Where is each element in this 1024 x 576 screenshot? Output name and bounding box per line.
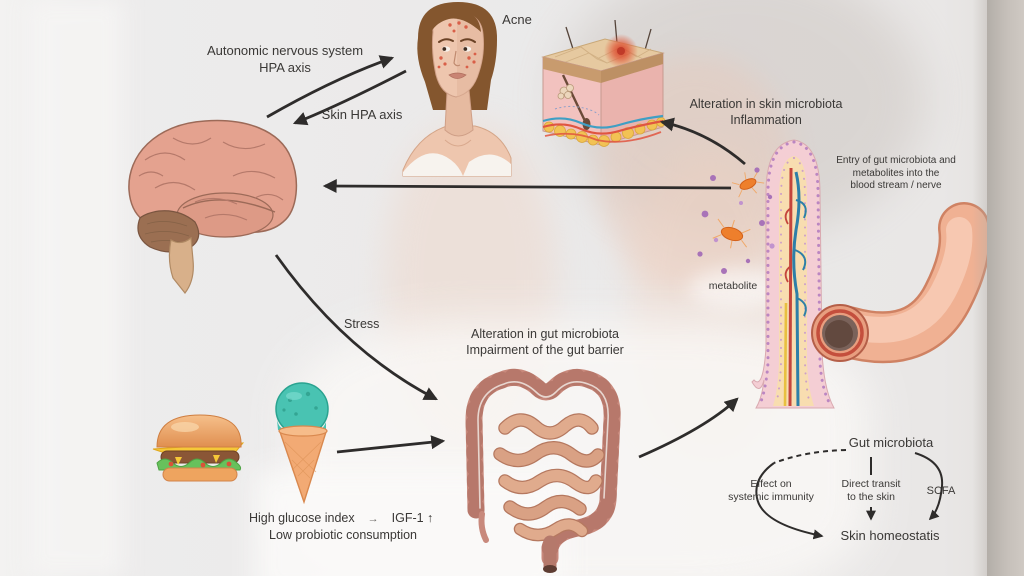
ice-cream-icon	[275, 382, 329, 505]
arrow-gut-microbiota-to-immunity-dashed	[773, 449, 847, 464]
arrow-immunity-to-skin-homeostasis	[755, 462, 824, 540]
igf1-label: IGF-1 ↑	[391, 511, 434, 525]
effect-line2: systemic immunity	[728, 491, 814, 503]
acne-dots	[437, 21, 477, 69]
arrow-villus-to-skin	[659, 117, 746, 166]
arrow-scfa-to-skin-homeostasis	[914, 452, 944, 521]
brain-illustration	[128, 119, 298, 294]
intestines-illustration	[465, 368, 621, 573]
villus-illustration	[751, 139, 835, 409]
entry-line2: metabolites into the	[852, 167, 940, 179]
effect-systemic-immunity-label: Effect on systemic immunity	[728, 478, 814, 504]
metabolite-label: metabolite	[708, 280, 758, 292]
burger-icon	[152, 414, 245, 482]
gut-microbiota-label: Gut microbiota	[848, 435, 934, 450]
arrow-villus-to-brain	[322, 179, 732, 194]
alteration-gut-label: Alteration in gut microbiota Impairment …	[466, 326, 624, 358]
arrow-food-to-gut	[336, 435, 446, 454]
skin-homeostasis-label: Skin homeostatis	[840, 528, 940, 543]
alteration-gut-line1: Alteration in gut microbiota	[471, 327, 619, 341]
effect-line1: Effect on	[750, 478, 792, 490]
autonomic-line: Autonomic nervous system	[206, 43, 364, 58]
skin-cross-section-illustration	[541, 19, 666, 147]
alteration-skin-line1: Alteration in skin microbiota	[689, 97, 843, 111]
alteration-skin-label: Alteration in skin microbiota Inflammati…	[690, 96, 843, 128]
stress-label: Stress	[344, 317, 380, 331]
low-probiotic-label: Low probiotic consumption	[269, 528, 417, 542]
entry-line1: Entry of gut microbiota and	[836, 155, 956, 166]
direct-transit-label: Direct transit to the skin	[842, 478, 901, 504]
bacteria-icon	[712, 171, 765, 249]
arrow-brain-to-gut-stress	[274, 254, 438, 401]
metabolite-dots-icon	[697, 167, 775, 274]
arrow-brain-to-face	[266, 55, 395, 119]
arrow-gut-to-villus	[638, 397, 739, 459]
autonomic-hpa-label: Autonomic nervous system HPA axis	[207, 42, 363, 76]
entry-line3: blood stream / nerve	[850, 180, 942, 191]
acne-label: Acne	[502, 12, 532, 27]
scfa-label: SCFA	[926, 485, 956, 497]
alteration-skin-line2: Inflammation	[730, 113, 802, 127]
direct-line1: Direct transit	[841, 478, 901, 490]
diet-labels: High glucose index → IGF-1 ↑	[249, 510, 433, 527]
hpa-axis-line: HPA axis	[259, 60, 311, 75]
alteration-gut-line2: Impairment of the gut barrier	[466, 343, 624, 357]
acne-face-illustration	[402, 2, 512, 177]
arrow-face-to-brain	[292, 69, 407, 126]
blood-vessel-illustration	[811, 202, 991, 364]
direct-line2: to the skin	[847, 491, 895, 503]
skin-hpa-label: Skin HPA axis	[321, 107, 403, 122]
right-gray-band	[987, 0, 1024, 576]
igf-connector-arrow: →	[367, 513, 379, 525]
entry-gut-microbiota-label: Entry of gut microbiota and metabolites …	[836, 155, 956, 193]
high-glucose-label: High glucose index	[249, 511, 355, 525]
